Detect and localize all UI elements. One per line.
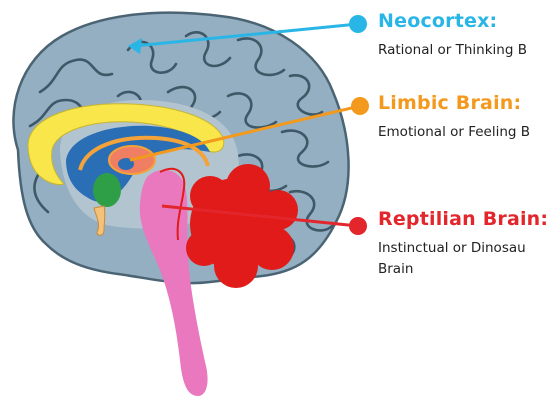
reptilian-description-line1: Instinctual or Dinosau bbox=[378, 240, 526, 256]
pointer-line-limbic bbox=[129, 104, 361, 162]
pointer-dot-limbic bbox=[351, 97, 369, 115]
pointer-arrow-neocortex bbox=[128, 38, 142, 54]
cerebellum bbox=[186, 164, 298, 288]
neocortex-label: Neocortex: Rational or Thinking B bbox=[378, 10, 527, 61]
limbic-label: Limbic Brain: Emotional or Feeling B bbox=[378, 92, 530, 143]
amygdala bbox=[93, 173, 121, 207]
brainstem-outline bbox=[159, 167, 186, 241]
third-ventricle bbox=[118, 158, 134, 170]
brainstem bbox=[139, 169, 208, 396]
limbic-title: Limbic Brain: bbox=[378, 92, 522, 114]
pointer-dot-neocortex bbox=[349, 15, 367, 33]
pituitary-gland bbox=[93, 205, 106, 236]
reptilian-description-line2: Brain bbox=[378, 261, 414, 277]
limbic-description: Emotional or Feeling B bbox=[378, 124, 531, 140]
reptilian-title: Reptilian Brain: bbox=[378, 208, 549, 230]
pointer-line-reptilian bbox=[161, 204, 359, 228]
pointer-dot-reptilian bbox=[349, 217, 367, 235]
pointer-line-neocortex bbox=[133, 22, 359, 48]
neocortex-title: Neocortex: bbox=[378, 10, 498, 32]
limbic-system bbox=[78, 135, 210, 171]
reptilian-label: Reptilian Brain: Instinctual or Dinosau … bbox=[378, 208, 548, 280]
corpus-callosum bbox=[27, 103, 225, 185]
neocortex-description: Rational or Thinking B bbox=[378, 42, 527, 58]
